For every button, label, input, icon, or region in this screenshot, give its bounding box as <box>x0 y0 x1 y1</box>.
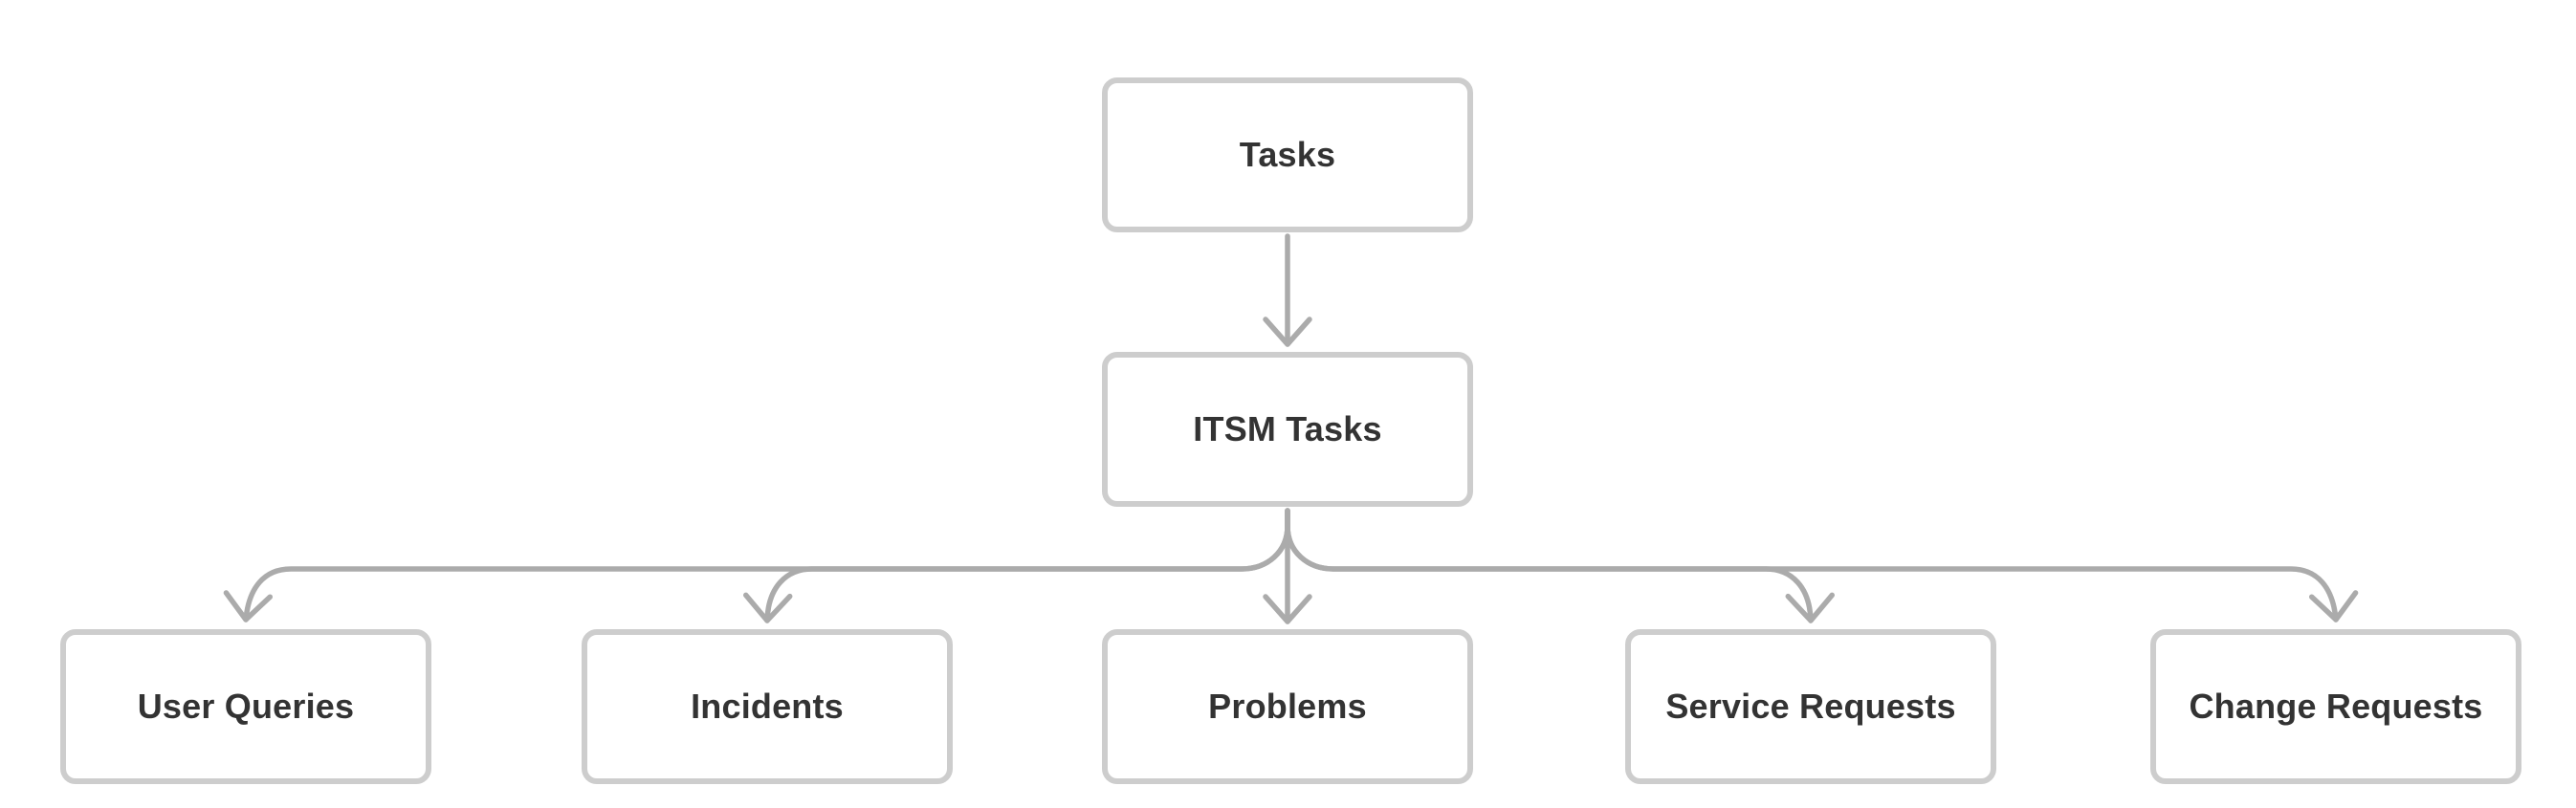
node-itsm-tasks-label: ITSM Tasks <box>1193 409 1382 449</box>
node-tasks: Tasks <box>1102 77 1473 232</box>
node-incidents: Incidents <box>582 629 953 784</box>
node-problems: Problems <box>1102 629 1473 784</box>
node-problems-label: Problems <box>1208 687 1367 727</box>
node-tasks-label: Tasks <box>1239 135 1336 175</box>
edge-itsm-tasks-to-user-queries <box>223 508 1290 622</box>
node-service-requests: Service Requests <box>1625 629 1996 784</box>
node-user-queries: User Queries <box>60 629 431 784</box>
node-service-requests-label: Service Requests <box>1665 687 1956 727</box>
edge-itsm-tasks-to-service-requests <box>1285 508 1835 623</box>
node-itsm-tasks: ITSM Tasks <box>1102 352 1473 507</box>
node-change-requests: Change Requests <box>2150 629 2521 784</box>
node-incidents-label: Incidents <box>691 687 844 727</box>
node-user-queries-label: User Queries <box>137 687 355 727</box>
node-change-requests-label: Change Requests <box>2189 687 2483 727</box>
edge-itsm-tasks-to-change-requests <box>1285 508 2359 622</box>
edge-itsm-tasks-to-incidents <box>743 508 1290 623</box>
